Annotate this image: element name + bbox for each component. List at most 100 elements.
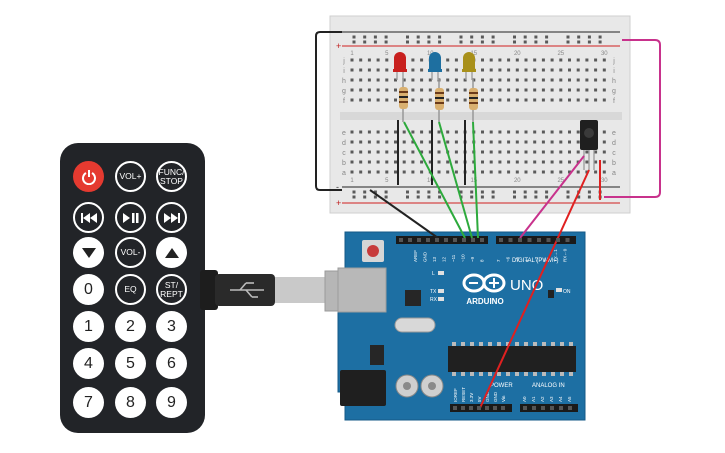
breadboard-hole[interactable]	[576, 58, 580, 62]
breadboard-hole[interactable]	[454, 58, 458, 62]
breadboard-hole[interactable]	[402, 140, 406, 144]
breadboard-hole[interactable]	[411, 88, 415, 92]
breadboard-hole[interactable]	[602, 130, 606, 134]
breadboard-hole[interactable]	[498, 78, 502, 82]
breadboard-hole[interactable]	[373, 40, 377, 44]
breadboard-hole[interactable]	[491, 190, 495, 194]
breadboard-hole[interactable]	[602, 88, 606, 92]
breadboard-hole[interactable]	[489, 170, 493, 174]
fast-forward-button[interactable]	[156, 202, 187, 233]
breadboard-hole[interactable]	[541, 88, 545, 92]
breadboard-hole[interactable]	[594, 68, 598, 72]
breadboard-hole[interactable]	[470, 40, 474, 44]
digit-8-button[interactable]: 8	[115, 387, 146, 418]
breadboard-hole[interactable]	[533, 58, 537, 62]
breadboard-hole[interactable]	[524, 150, 528, 154]
breadboard-hole[interactable]	[481, 88, 484, 92]
breadboard-hole[interactable]	[463, 78, 467, 82]
breadboard-hole[interactable]	[498, 140, 502, 144]
breadboard-hole[interactable]	[534, 40, 538, 44]
breadboard-hole[interactable]	[568, 130, 571, 134]
breadboard-hole[interactable]	[363, 40, 367, 44]
breadboard-hole[interactable]	[411, 140, 415, 144]
breadboard-hole[interactable]	[541, 58, 545, 62]
breadboard-hole[interactable]	[394, 130, 397, 134]
breadboard-hole[interactable]	[585, 88, 589, 92]
breadboard-hole[interactable]	[352, 195, 356, 199]
breadboard-hole[interactable]	[411, 150, 415, 154]
breadboard-hole[interactable]	[568, 88, 571, 92]
breadboard-hole[interactable]	[446, 78, 450, 82]
st-rept-button[interactable]: ST/ REPT	[156, 274, 187, 305]
breadboard-hole[interactable]	[489, 98, 493, 102]
breadboard-hole[interactable]	[411, 68, 415, 72]
breadboard-hole[interactable]	[594, 78, 598, 82]
breadboard-hole[interactable]	[576, 88, 580, 92]
breadboard-hole[interactable]	[420, 170, 424, 174]
digit-0-button[interactable]: 0	[73, 274, 104, 305]
breadboard-hole[interactable]	[513, 195, 516, 199]
breadboard-hole[interactable]	[480, 195, 484, 199]
breadboard-hole[interactable]	[446, 88, 450, 92]
breadboard-hole[interactable]	[507, 98, 511, 102]
breadboard-hole[interactable]	[533, 78, 537, 82]
breadboard-hole[interactable]	[481, 98, 484, 102]
play-pause-button[interactable]	[115, 202, 146, 233]
breadboard-hole[interactable]	[384, 195, 388, 199]
breadboard-hole[interactable]	[367, 68, 371, 72]
breadboard-hole[interactable]	[367, 140, 371, 144]
breadboard-hole[interactable]	[559, 58, 563, 62]
breadboard-hole[interactable]	[533, 88, 537, 92]
breadboard-hole[interactable]	[524, 98, 528, 102]
breadboard-hole[interactable]	[406, 35, 409, 39]
breadboard-hole[interactable]	[568, 98, 571, 102]
breadboard-hole[interactable]	[507, 170, 511, 174]
breadboard-hole[interactable]	[367, 98, 371, 102]
ir-receiver[interactable]	[580, 120, 598, 170]
breadboard-hole[interactable]	[420, 98, 424, 102]
breadboard-hole[interactable]	[550, 140, 554, 144]
breadboard-hole[interactable]	[541, 140, 545, 144]
breadboard-hole[interactable]	[350, 88, 354, 92]
breadboard-hole[interactable]	[550, 68, 554, 72]
breadboard-hole[interactable]	[373, 195, 377, 199]
breadboard-hole[interactable]	[566, 195, 570, 199]
breadboard-hole[interactable]	[406, 195, 409, 199]
vol-up-button[interactable]: VOL+	[115, 161, 146, 192]
breadboard-hole[interactable]	[481, 160, 484, 164]
breadboard-hole[interactable]	[376, 58, 380, 62]
breadboard-hole[interactable]	[437, 160, 441, 164]
breadboard-hole[interactable]	[420, 140, 424, 144]
breadboard-hole[interactable]	[363, 35, 367, 39]
resistor-2[interactable]	[435, 78, 444, 122]
breadboard-hole[interactable]	[359, 150, 363, 154]
wire-red-vcc[interactable]	[479, 169, 590, 409]
breadboard-hole[interactable]	[411, 170, 415, 174]
breadboard-hole[interactable]	[585, 78, 589, 82]
breadboard-hole[interactable]	[524, 170, 528, 174]
breadboard-hole[interactable]	[524, 88, 528, 92]
breadboard-hole[interactable]	[498, 88, 502, 92]
breadboard-hole[interactable]	[352, 40, 356, 44]
breadboard-hole[interactable]	[498, 160, 502, 164]
breadboard-hole[interactable]	[446, 130, 450, 134]
breadboard-hole[interactable]	[367, 88, 371, 92]
breadboard-hole[interactable]	[427, 40, 431, 44]
breadboard-hole[interactable]	[491, 40, 495, 44]
breadboard-hole[interactable]	[533, 98, 537, 102]
breadboard-hole[interactable]	[524, 130, 528, 134]
breadboard-hole[interactable]	[454, 98, 458, 102]
breadboard-hole[interactable]	[359, 58, 363, 62]
breadboard-hole[interactable]	[524, 68, 528, 72]
breadboard-hole[interactable]	[437, 150, 441, 154]
breadboard-hole[interactable]	[376, 78, 380, 82]
breadboard-hole[interactable]	[577, 195, 581, 199]
breadboard-hole[interactable]	[498, 150, 502, 154]
digit-3-button[interactable]: 3	[156, 311, 187, 342]
breadboard-hole[interactable]	[402, 170, 406, 174]
wire-magenta-rail[interactable]	[604, 39, 661, 198]
breadboard-hole[interactable]	[350, 140, 354, 144]
breadboard-hole[interactable]	[480, 40, 484, 44]
breadboard-hole[interactable]	[534, 35, 538, 39]
breadboard-hole[interactable]	[541, 160, 545, 164]
